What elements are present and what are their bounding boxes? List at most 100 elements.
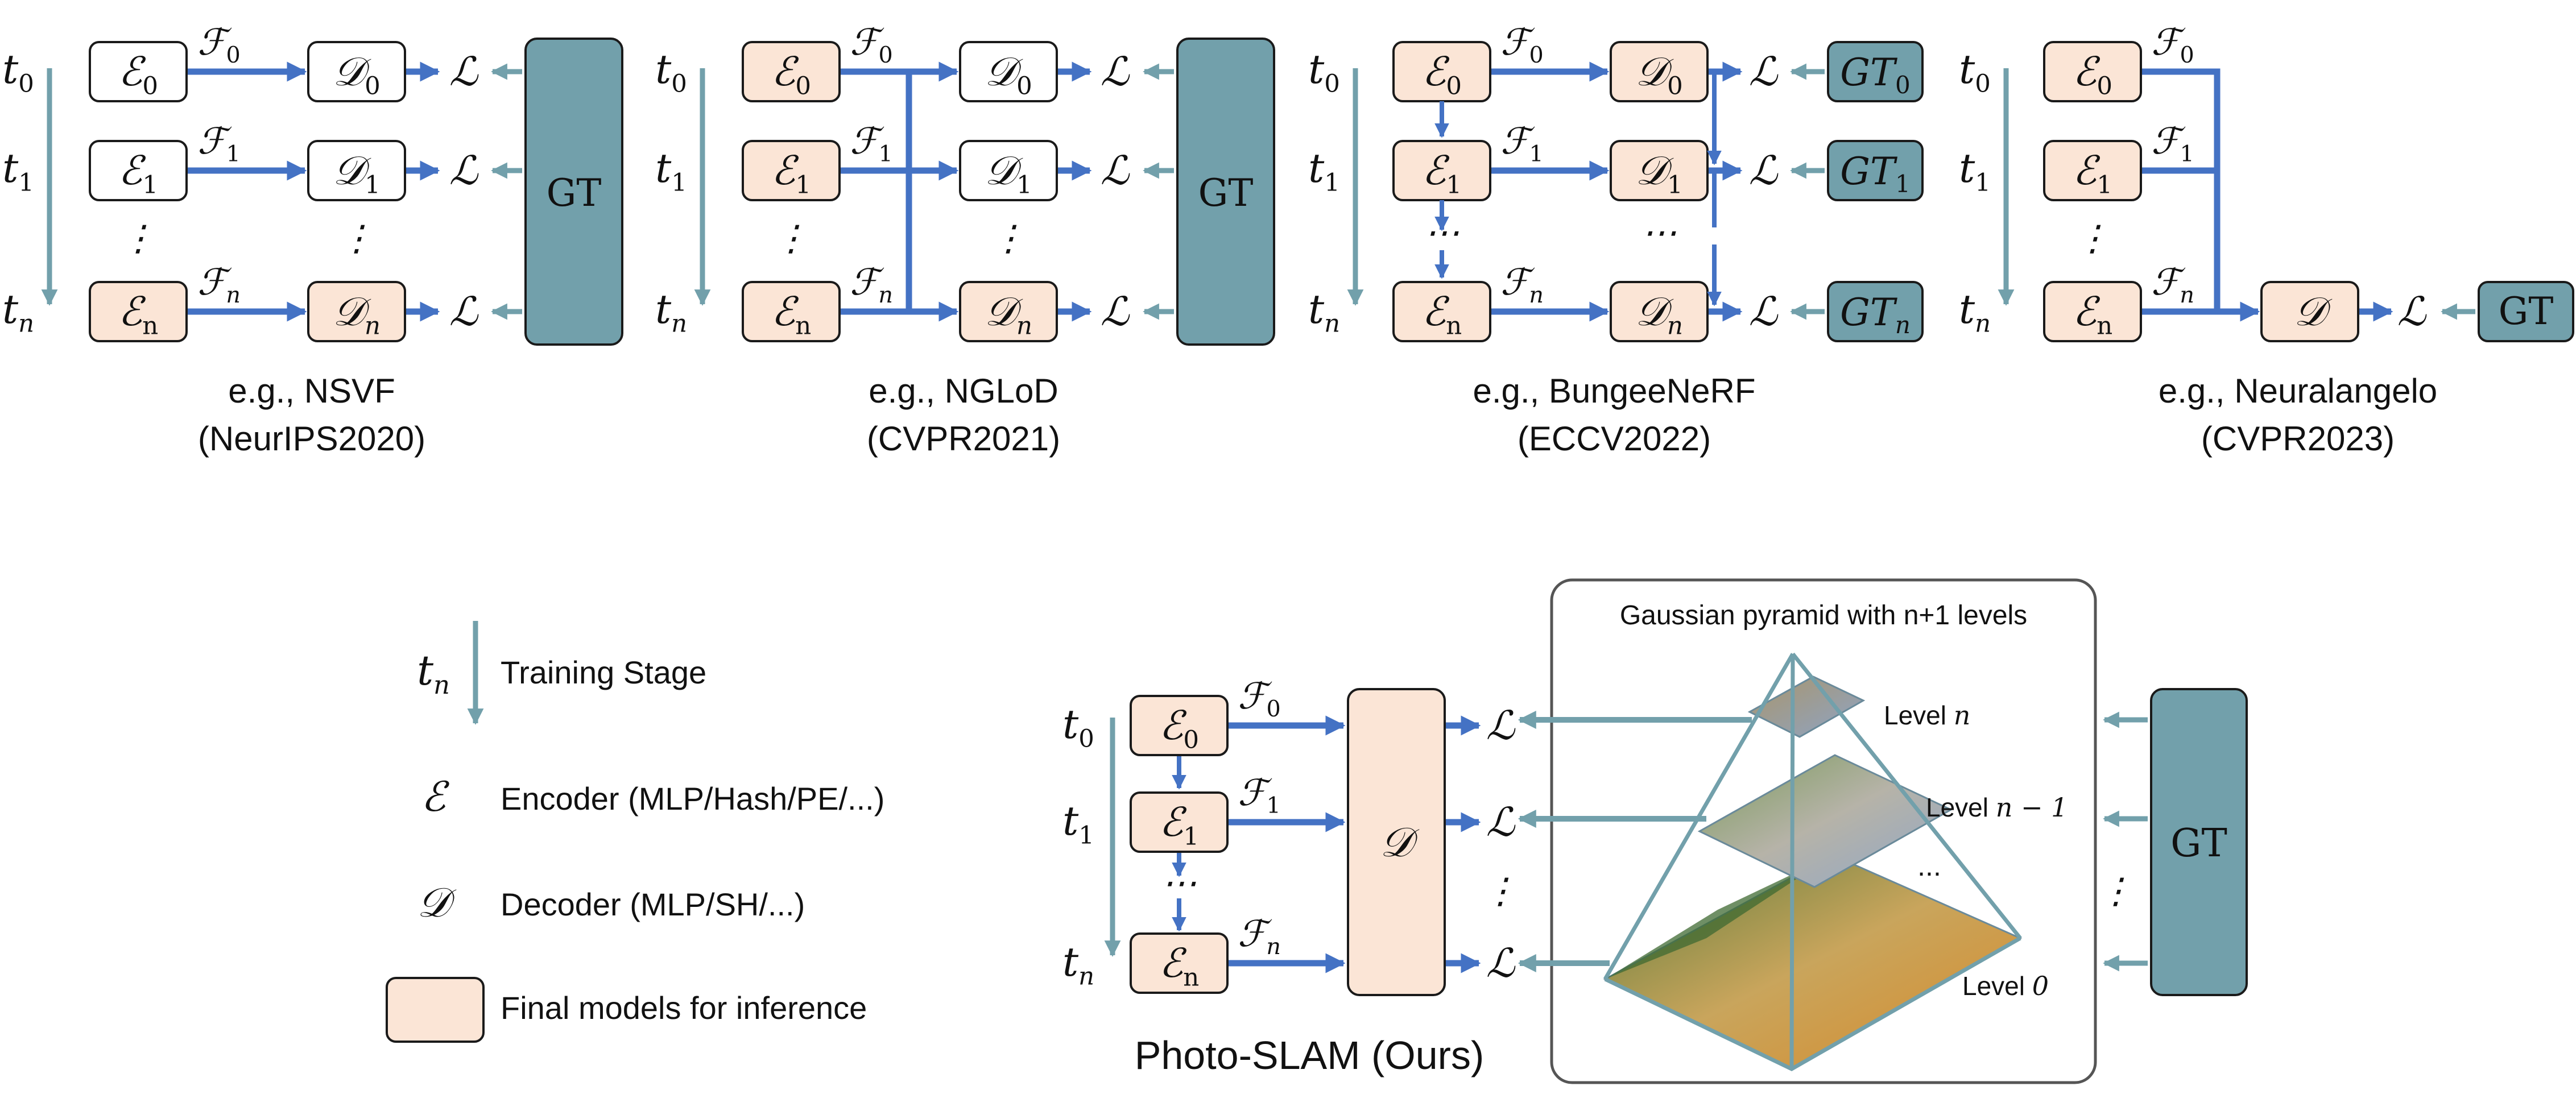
decoder-label-p1-0: 𝒟0 (333, 48, 380, 100)
legend-encoder-label: Encoder (MLP/Hash/PE/...) (501, 781, 884, 816)
loss-symbol-p3-0: ℒ (1749, 48, 1779, 95)
feature-label-p2-2: ℱn (850, 262, 893, 308)
decoder-box-p1-1 (307, 140, 406, 201)
panel-caption-1-line2: (CVPR2021) (867, 420, 1060, 458)
decoder-box-p2-2 (959, 281, 1058, 342)
vdots-p2-1: ⋮ (991, 217, 1026, 259)
ground-truth-label-ours: GT (2170, 821, 2227, 866)
loss-symbol-p2-0: ℒ (1101, 48, 1130, 95)
time-label-ours-2: tn (1062, 939, 1094, 990)
panel-caption-2-line1: e.g., BungeeNeRF (1473, 372, 1756, 410)
feature-label-p4-0: ℱ0 (2151, 22, 2194, 68)
decoder-box-p2-1 (959, 140, 1058, 201)
encoder-box-p2-0 (742, 41, 841, 102)
legend-training-stage-label: Training Stage (501, 654, 706, 690)
ground-truth-label-p4: GT (2499, 289, 2554, 333)
legend-final-models-label: Final models for inference (501, 990, 867, 1026)
panel-caption-3-line1: e.g., Neuralangelo (2159, 372, 2437, 410)
ground-truth-label-0: GT (547, 171, 602, 215)
feature-label-ours-1: ℱ1 (1238, 772, 1281, 819)
ground-truth-box-p3-0 (1827, 41, 1924, 102)
decoder-box-p3-0 (1610, 41, 1709, 102)
ground-truth-label-p3-2: GTn (1840, 291, 1911, 339)
encoder-box-p4-2 (2043, 281, 2142, 342)
decoder-box-ours (1347, 688, 1446, 996)
time-label-p2-0: t0 (655, 46, 687, 98)
pyramid-level-0-label: Level 0 (1962, 971, 2049, 1001)
decoder-box-p3-2 (1610, 281, 1709, 342)
encoder-box-p1-2 (89, 281, 188, 342)
encoder-box-ours-2 (1130, 932, 1229, 994)
loss-symbol-p4-0: ℒ (2397, 288, 2427, 335)
decoder-box-p2-0 (959, 41, 1058, 102)
decoder-box-p3-1 (1610, 140, 1709, 201)
ground-truth-box-p3-2 (1827, 281, 1924, 342)
feature-label-p1-1: ℱ1 (197, 121, 241, 167)
ground-truth-box-ours (2150, 688, 2248, 996)
feature-label-p3-2: ℱn (1500, 262, 1544, 308)
loss-symbol-ours-0: ℒ (1486, 702, 1516, 749)
encoder-box-ours-0 (1130, 695, 1229, 756)
pyramid-level-n1-image (1697, 754, 1953, 888)
panel-caption-3-line2: (CVPR2023) (2201, 420, 2395, 458)
legend-decoder-symbol: 𝒟 (417, 878, 457, 926)
feature-label-p2-1: ℱ1 (850, 121, 893, 167)
loss-symbol-ours-1: ℒ (1486, 799, 1516, 845)
panel-caption-0-line1: e.g., NSVF (228, 372, 395, 410)
feature-label-p2-0: ℱ0 (850, 22, 893, 68)
pyramid-level-n1-label: Level n − 1 (1926, 792, 2068, 823)
ground-truth-label-p3-0: GT0 (1840, 51, 1910, 99)
cdots-p3-1: ⋯ (1641, 212, 1677, 253)
time-label-p2-2: tn (655, 286, 687, 338)
time-label-p1-0: t0 (2, 46, 34, 98)
ground-truth-label-p3-1: GT1 (1840, 150, 1910, 198)
cdots-ours-0: ⋯ (1161, 862, 1197, 903)
encoder-box-p2-2 (742, 281, 841, 342)
loss-symbol-p2-2: ℒ (1101, 288, 1130, 335)
loss-symbol-p3-2: ℒ (1749, 288, 1779, 335)
loss-symbol-p1-0: ℒ (449, 48, 479, 95)
time-label-ours-1: t1 (1062, 798, 1094, 849)
panel-caption-0-line2: (NeurIPS2020) (198, 420, 425, 458)
encoder-label-p1-0: ℰ0 (118, 48, 158, 100)
decoder-label-p3-0: 𝒟0 (1635, 48, 1682, 100)
encoder-label-p3-1: ℰ1 (1422, 147, 1462, 199)
loss-symbol-p1-1: ℒ (449, 147, 479, 194)
pyramid-title: Gaussian pyramid with n+1 levels (1620, 600, 2027, 631)
time-label-p2-1: t1 (655, 145, 687, 197)
vdots-p4-0: ⋮ (2075, 217, 2110, 259)
panel-caption-1-line1: e.g., NGLoD (869, 372, 1058, 410)
ground-truth-box-1 (1176, 38, 1275, 346)
time-label-p3-1: t1 (1308, 145, 1340, 197)
encoder-box-p2-1 (742, 140, 841, 201)
feature-label-p4-1: ℱ1 (2151, 121, 2194, 167)
vdots-p1-1: ⋮ (339, 217, 374, 259)
time-label-p3-2: tn (1308, 286, 1340, 338)
legend-decoder-label: Decoder (MLP/SH/...) (501, 886, 805, 922)
pyramid-edge-2 (1791, 652, 2022, 940)
photo-slam-caption: Photo-SLAM (Ours) (1135, 1033, 1485, 1077)
vdots-p1-0: ⋮ (121, 217, 156, 259)
time-label-p4-1: t1 (1959, 145, 1991, 197)
pyramid-edge-1 (1789, 653, 1795, 1070)
vdots-ours-1: ⋮ (2098, 870, 2133, 911)
vdots-ours-0: ⋮ (1483, 870, 1518, 911)
feature-label-p1-0: ℱ0 (197, 22, 241, 68)
feature-label-ours-0: ℱ0 (1238, 675, 1281, 722)
loss-symbol-p1-2: ℒ (449, 288, 479, 335)
panel-caption-2-line2: (ECCV2022) (1518, 420, 1711, 458)
time-label-p1-2: tn (2, 286, 34, 338)
feature-label-p1-2: ℱn (197, 262, 241, 308)
encoder-label-p2-2: ℰn (771, 288, 811, 340)
ground-truth-box-p4 (2478, 281, 2574, 342)
encoder-label-p4-1: ℰ1 (2073, 147, 2112, 199)
encoder-label-p3-0: ℰ0 (1422, 48, 1462, 100)
decoder-box-p1-0 (307, 41, 406, 102)
encoder-label-ours-2: ℰn (1159, 940, 1199, 992)
feature-label-p3-0: ℱ0 (1500, 22, 1544, 68)
ground-truth-label-1: GT (1198, 171, 1254, 215)
pyramid-base-edge (1604, 936, 2021, 1071)
time-label-p4-0: t0 (1959, 46, 1991, 98)
